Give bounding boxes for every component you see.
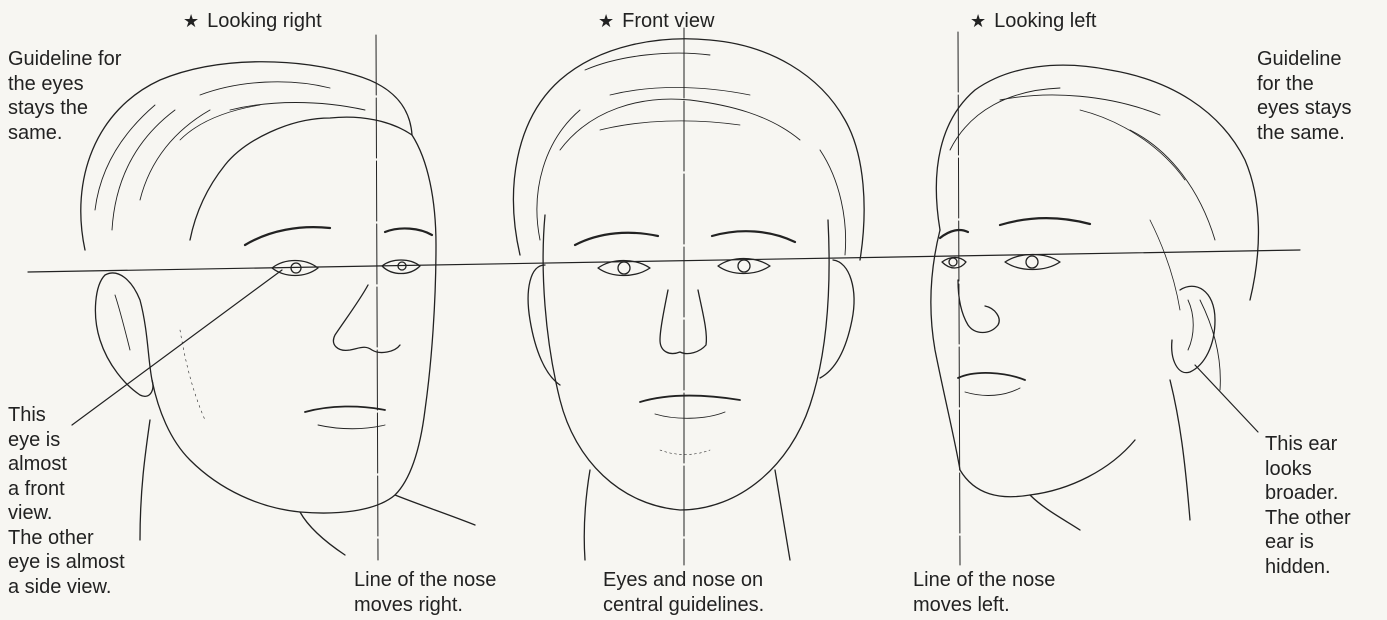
note-line: The other	[8, 526, 125, 551]
caption-looking-left: Line of the nose moves left.	[913, 568, 1055, 617]
note-line: Guideline for	[8, 47, 121, 72]
heading-front-view: ★ Front view	[598, 10, 714, 33]
front-eye-note: This eye is almost a front view. The oth…	[8, 403, 125, 599]
face-front-view	[513, 39, 864, 560]
note-line: Guideline	[1257, 47, 1351, 72]
eye-guideline-note-left: Guideline for the eyes stays the same.	[8, 47, 121, 145]
eye-guideline-note-right: Guideline for the eyes stays the same.	[1257, 47, 1351, 145]
star-icon: ★	[970, 11, 986, 32]
heading-text: Looking right	[207, 10, 322, 33]
eye-guideline	[28, 250, 1300, 272]
heading-text: Looking left	[994, 10, 1096, 33]
note-line: looks	[1265, 457, 1351, 482]
broad-ear-note: This ear looks broader. The other ear is…	[1265, 432, 1351, 579]
caption-line: Eyes and nose on	[603, 568, 764, 593]
eye-note-pointer	[72, 270, 282, 425]
caption-line: moves right.	[354, 593, 496, 618]
heading-looking-right: ★ Looking right	[183, 10, 322, 33]
note-line: the same.	[1257, 121, 1351, 146]
note-line: This ear	[1265, 432, 1351, 457]
star-icon: ★	[598, 11, 614, 32]
note-line: broader.	[1265, 481, 1351, 506]
heading-looking-left: ★ Looking left	[970, 10, 1096, 33]
caption-front-view: Eyes and nose on central guidelines.	[603, 568, 764, 617]
star-icon: ★	[183, 11, 199, 32]
face-looking-left	[931, 65, 1259, 530]
face-looking-right	[81, 62, 475, 555]
note-line: same.	[8, 121, 121, 146]
note-line: a front	[8, 477, 125, 502]
note-line: almost	[8, 452, 125, 477]
note-line: hidden.	[1265, 555, 1351, 580]
note-line: the eyes	[8, 72, 121, 97]
note-line: view.	[8, 501, 125, 526]
caption-looking-right: Line of the nose moves right.	[354, 568, 496, 617]
note-line: eye is almost	[8, 550, 125, 575]
ear-note-pointer	[1195, 365, 1258, 432]
caption-line: central guidelines.	[603, 593, 764, 618]
note-line: for the	[1257, 72, 1351, 97]
caption-line: moves left.	[913, 593, 1055, 618]
nose-guideline-right	[376, 35, 378, 560]
note-line: eye is	[8, 428, 125, 453]
note-line: a side view.	[8, 575, 125, 600]
caption-line: Line of the nose	[913, 568, 1055, 593]
note-line: eyes stays	[1257, 96, 1351, 121]
note-line: This	[8, 403, 125, 428]
heading-text: Front view	[622, 10, 714, 33]
note-line: The other	[1265, 506, 1351, 531]
note-line: stays the	[8, 96, 121, 121]
note-line: ear is	[1265, 530, 1351, 555]
caption-line: Line of the nose	[354, 568, 496, 593]
